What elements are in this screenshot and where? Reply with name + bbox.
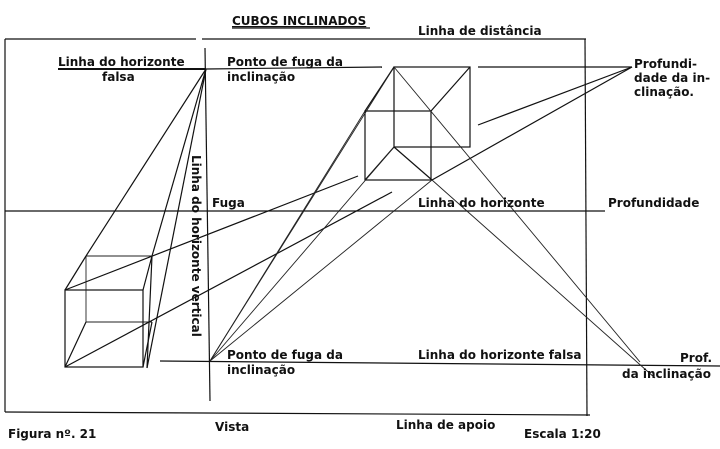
label-vertical-horizon: Linha do horizonte vertical — [189, 155, 203, 337]
left-cube — [64, 255, 153, 369]
label-false-horizon-bottom: Linha do horizonte falsa — [418, 348, 581, 362]
diagram-title: CUBOS INCLINADOS — [232, 14, 366, 28]
label-depth-incl-2: dade da in- — [634, 71, 710, 85]
label-support-line: Linha de apoio — [396, 418, 495, 432]
label-figure: Figura nº. 21 — [8, 427, 96, 441]
label-false-horizon-top-2: falsa — [102, 70, 135, 84]
label-depth: Profundidade — [608, 196, 699, 210]
depth-lines — [64, 66, 633, 368]
label-depth-incl-3: clinação. — [634, 85, 694, 99]
label-distance-line: Linha de distância — [418, 24, 542, 38]
frame — [4, 38, 591, 417]
label-depth-incl-1: Profundi- — [634, 57, 697, 71]
construction-lines — [5, 47, 720, 402]
label-prof-incl-1: Prof. — [680, 351, 712, 365]
vertical-horizon-line — [204, 47, 211, 402]
false-horizon-top-mid — [205, 66, 383, 70]
false-horizon-bottom — [159, 360, 720, 367]
label-vp-bottom: Ponto de fuga da — [227, 348, 343, 362]
label-prof-incl-2: da inclinação — [622, 367, 711, 381]
label-view: Vista — [215, 420, 249, 434]
label-scale: Escala 1:20 — [524, 427, 601, 441]
label-vp-top: Ponto de fuga da — [227, 55, 343, 69]
label-horizon: Linha do horizonte — [418, 196, 545, 210]
bottom-vp-lines — [209, 66, 656, 379]
label-vanishing: Fuga — [212, 196, 245, 210]
label-vp-bottom-2: inclinação — [227, 363, 295, 377]
label-vp-top-2: inclinação — [227, 70, 295, 84]
label-false-horizon-top: Linha do horizonte — [58, 55, 185, 69]
